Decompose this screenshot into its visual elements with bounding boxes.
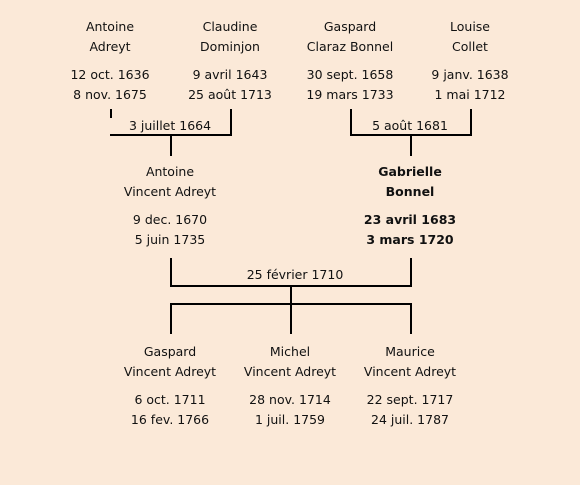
person-given-name: Antoine xyxy=(85,19,135,34)
birth-date: 30 sept. 1658 xyxy=(306,67,394,82)
person-given-name: Antoine xyxy=(145,164,195,179)
person-surname: Vincent Adreyt xyxy=(243,364,337,379)
person-louise-collet: Louise Collet 9 janv. 1638 1 mai 1712 xyxy=(395,17,545,105)
person-gaspard-claraz-bonnel: Gaspard Claraz Bonnel 30 sept. 1658 19 m… xyxy=(275,17,425,105)
birth-date: 22 sept. 1717 xyxy=(366,392,454,407)
person-maurice-vincent-adreyt: Maurice Vincent Adreyt 22 sept. 1717 24 … xyxy=(335,342,485,430)
person-dates: 30 sept. 1658 19 mars 1733 xyxy=(275,65,425,105)
birth-date: 12 oct. 1636 xyxy=(70,67,150,82)
connector-line xyxy=(170,134,172,156)
death-date: 19 mars 1733 xyxy=(306,87,394,102)
person-surname: Collet xyxy=(452,39,488,54)
connector-line xyxy=(470,109,472,136)
connector-line xyxy=(410,134,412,156)
birth-date: 6 oct. 1711 xyxy=(134,392,206,407)
person-dates: 23 avril 1683 3 mars 1720 xyxy=(335,210,485,250)
person-michel-vincent-adreyt: Michel Vincent Adreyt 28 nov. 1714 1 jui… xyxy=(215,342,365,430)
connector-line xyxy=(410,258,412,287)
marriage-date: 25 février 1710 xyxy=(235,267,355,283)
connector-line xyxy=(350,109,352,136)
person-gabrielle-bonnel: Gabrielle Bonnel 23 avril 1683 3 mars 17… xyxy=(335,162,485,250)
death-date: 25 août 1713 xyxy=(188,87,272,102)
person-antoine-vincent-adreyt: Antoine Vincent Adreyt 9 dec. 1670 5 jui… xyxy=(95,162,245,250)
person-given-name: Gabrielle xyxy=(378,164,442,179)
person-dates: 22 sept. 1717 24 juil. 1787 xyxy=(335,390,485,430)
death-date: 5 juin 1735 xyxy=(134,232,206,247)
death-date: 24 juil. 1787 xyxy=(371,412,449,427)
birth-date: 9 dec. 1670 xyxy=(132,212,208,227)
connector-line xyxy=(290,303,292,334)
person-dates: 12 oct. 1636 8 nov. 1675 xyxy=(35,65,185,105)
person-given-name: Michel xyxy=(269,344,311,359)
person-surname: Vincent Adreyt xyxy=(123,184,217,199)
person-given-name: Claudine xyxy=(202,19,258,34)
person-surname: Vincent Adreyt xyxy=(363,364,457,379)
birth-date: 9 avril 1643 xyxy=(192,67,268,82)
birth-date: 9 janv. 1638 xyxy=(431,67,509,82)
death-date: 1 mai 1712 xyxy=(434,87,506,102)
death-date: 1 juil. 1759 xyxy=(254,412,326,427)
person-surname: Dominjon xyxy=(200,39,260,54)
connector-line xyxy=(410,303,412,334)
person-surname: Adreyt xyxy=(89,39,131,54)
person-claudine-dominjon: Claudine Dominjon 9 avril 1643 25 août 1… xyxy=(155,17,305,105)
connector-line xyxy=(290,285,292,305)
person-dates: 9 dec. 1670 5 juin 1735 xyxy=(95,210,245,250)
person-dates: 6 oct. 1711 16 fev. 1766 xyxy=(95,390,245,430)
death-date: 16 fev. 1766 xyxy=(130,412,210,427)
connector-line xyxy=(230,109,232,136)
person-surname: Vincent Adreyt xyxy=(123,364,217,379)
person-surname: Bonnel xyxy=(385,184,435,199)
person-surname: Claraz Bonnel xyxy=(306,39,394,54)
birth-date: 28 nov. 1714 xyxy=(249,392,331,407)
marriage-date: 5 août 1681 xyxy=(355,118,465,134)
person-given-name: Gaspard xyxy=(323,19,377,34)
connector-line xyxy=(170,303,172,334)
connector-line xyxy=(170,258,172,287)
person-gaspard-vincent-adreyt: Gaspard Vincent Adreyt 6 oct. 1711 16 fe… xyxy=(95,342,245,430)
person-dates: 9 avril 1643 25 août 1713 xyxy=(155,65,305,105)
birth-date: 23 avril 1683 xyxy=(363,212,457,227)
death-date: 8 nov. 1675 xyxy=(73,87,147,102)
person-given-name: Maurice xyxy=(385,344,435,359)
person-dates: 28 nov. 1714 1 juil. 1759 xyxy=(215,390,365,430)
death-date: 3 mars 1720 xyxy=(366,232,454,247)
person-dates: 9 janv. 1638 1 mai 1712 xyxy=(395,65,545,105)
person-antoine-adreyt: Antoine Adreyt 12 oct. 1636 8 nov. 1675 xyxy=(35,17,185,105)
person-given-name: Louise xyxy=(450,19,490,34)
marriage-date: 3 juillet 1664 xyxy=(110,118,230,134)
person-given-name: Gaspard xyxy=(143,344,197,359)
